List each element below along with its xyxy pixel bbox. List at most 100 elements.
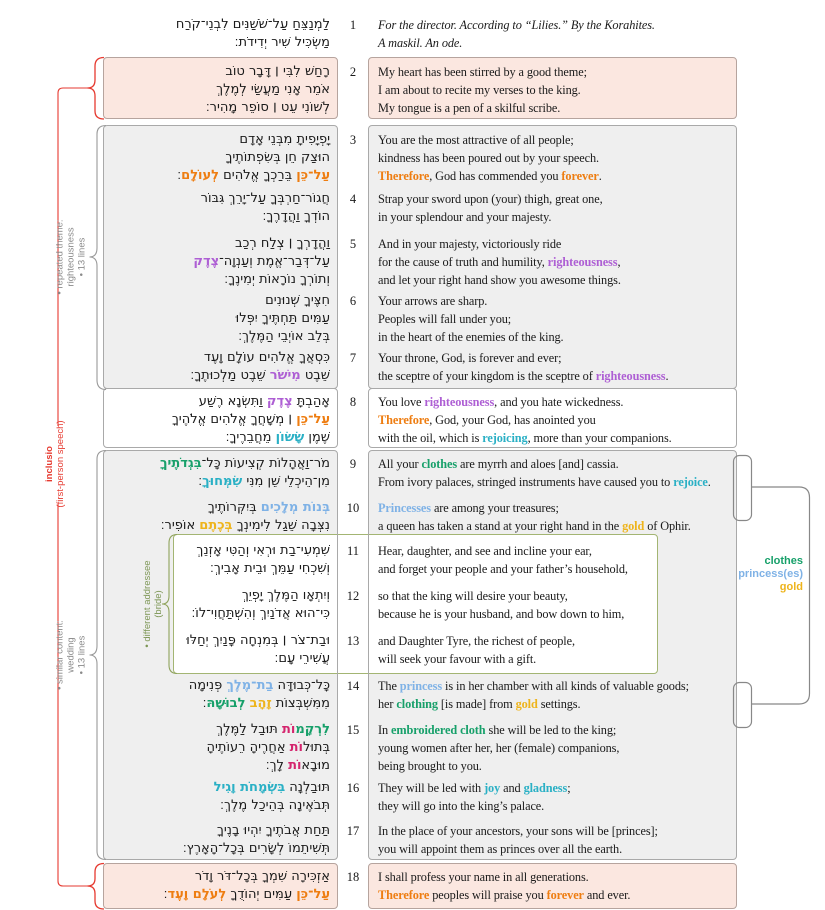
english-line-3: and let your right hand show you awesome… <box>378 271 733 289</box>
text-segment: אַחֲרֶיהָ רֵעוֹתֶיהָ <box>206 740 290 755</box>
english-line-2: A maskil. An ode. <box>378 34 733 52</box>
verse-6-english: Your arrows are sharp. Peoples will fall … <box>378 292 733 346</box>
text-segment: ׃ <box>163 887 168 902</box>
english-line-1: Your arrows are sharp. <box>378 292 733 310</box>
highlight-teal: rejoicing <box>482 431 528 445</box>
text-segment: . <box>665 369 669 383</box>
verse-number-16: 16 <box>346 781 360 795</box>
similar-content-label-line2: wedding <box>65 637 77 673</box>
hebrew-line-2: כִּי־הוּא אֲדֹנַיִךְ וְהִשְׁתַּחֲוִי־לוֹ… <box>103 605 330 623</box>
hebrew-line-1: כִּסְאֲךָ אֱלֹהִים עוֹלָם וָעֶד <box>103 349 330 367</box>
text-segment: and Daughter Tyre, the richest of people… <box>378 634 575 648</box>
text-segment: שֵׁבֶט <box>300 368 330 383</box>
text-segment: ׃ <box>177 168 182 183</box>
english-line-2: Peoples will fall under you; <box>378 310 733 328</box>
verse-12-english: so that the king will desire your beauty… <box>378 587 733 623</box>
english-line-1: And in your majesty, victoriously ride <box>378 235 733 253</box>
highlight-blue: בַת־מֶלֶךְ <box>226 678 274 693</box>
highlight-green: בִּגְדֹתֶיךָ <box>160 456 202 471</box>
english-line-1: and Daughter Tyre, the richest of people… <box>378 632 733 650</box>
text-segment: They will be led with <box>378 781 485 795</box>
text-segment: תְּבֹאֶינָה בְּהֵיכַל מֶלֶךְ׃ <box>220 798 330 813</box>
text-segment: From ivory palaces, stringed instruments… <box>378 475 674 489</box>
hebrew-line-2: עַמִּים תַּחְתֶּיךָ יִפְּלוּ <box>103 310 330 328</box>
text-segment: חֲגוֹר־חַרְבְּךָ עַל־יָרֵךְ גִּבּוֹר <box>200 191 330 206</box>
hebrew-line-3: וְתוֹרְךָ נוֹרָאוֹת יְמִינֶךָ׃ <box>103 271 330 289</box>
highlight-purple: צֶדֶק <box>193 254 220 269</box>
english-line-1: My heart has been stirred by a good them… <box>378 63 733 81</box>
hebrew-line-2: עַל־דְּבַר־אֱמֶת וְעַנְוָה־צֶדֶק <box>103 253 330 271</box>
text-segment: וְשִׁכְחִי עַמֵּךְ וּבֵית אָבִיךְ׃ <box>210 561 330 576</box>
english-line-2: kindness has been poured out by your spe… <box>378 149 733 167</box>
text-segment: And in your majesty, victoriously ride <box>378 237 562 251</box>
english-line-2: in your splendour and your majesty. <box>378 208 733 226</box>
text-segment: הוֹדְךָ וַהֲדָרֶךָ׃ <box>262 209 330 224</box>
verse-group-box-inclusio-top-english <box>368 57 737 119</box>
verse-4-hebrew: חֲגוֹר־חַרְבְּךָ עַל־יָרֵךְ גִּבּוֹר הוֹד… <box>103 190 330 226</box>
text-segment: תַּחַת אֲבֹתֶיךָ יִהְיוּ בָנֶיךָ <box>216 823 330 838</box>
text-segment: , God has commended you <box>429 169 562 183</box>
text-segment: and ever. <box>583 888 631 902</box>
text-segment: , <box>617 255 621 269</box>
hebrew-line-3: עַל־כֵּן בֵּרַכְךָ אֱלֹהִים לְעוֹלָם׃ <box>103 167 330 185</box>
text-segment: her <box>378 697 397 711</box>
text-segment: she will be led to the king; <box>485 723 617 737</box>
text-segment: מַשְׂכִּיל שִׁיר יְדִידֹת׃ <box>234 35 330 50</box>
text-segment: are myrrh and aloes [and] cassia. <box>457 457 619 471</box>
text-segment: לַמְנַצֵּחַ עַל־שֹׁשַׁנִּים לִבְנֵי־קֹרַ… <box>175 17 330 32</box>
highlight-crimson: וֹת <box>281 722 296 737</box>
text-segment: עַמִּים יְהוֹדֻךָ <box>226 887 297 902</box>
text-segment: Peoples will fall under you; <box>378 312 512 326</box>
verse-15-english: In embroidered cloth she will be led to … <box>378 721 733 775</box>
text-segment: I shall profess your name in all generat… <box>378 870 589 884</box>
inclusio-label-line1: inclusio <box>44 446 55 482</box>
highlight-orange: forever <box>561 169 599 183</box>
text-segment: of Ophir. <box>644 519 691 533</box>
highlight-teal: gladness <box>523 781 568 795</box>
text-segment: רָחַשׁ לִבִּי ׀ דָּבָר טוֹב <box>225 64 330 79</box>
text-segment: אַזְכִּירָה שִׁמְךָ בְּכָל־דֹּר וָדֹר <box>194 869 330 884</box>
highlight-orange: Therefore <box>378 413 430 427</box>
verse-5-hebrew: וַהֲדָרְךָ ׀ צְלַח רְכַב עַל־דְּבַר־אֱמֶת… <box>103 235 330 289</box>
verse-number-13: 13 <box>346 634 360 648</box>
inclusio-brace-top <box>87 56 105 120</box>
text-segment: kindness has been poured out by your spe… <box>378 151 599 165</box>
text-segment: עַמִּים תַּחְתֶּיךָ יִפְּלוּ <box>235 311 330 326</box>
verse-3-english: You are the most attractive of all peopl… <box>378 131 733 185</box>
english-line-2: and forget your people and your father’s… <box>378 560 733 578</box>
text-segment: בְּלֵב אוֹיְבֵי הַמֶּלֶךְ׃ <box>238 329 330 344</box>
hebrew-line-1: שִׁמְעִי־בַת וּרְאִי וְהַטִּי אָזְנֵךְ <box>103 542 330 560</box>
hebrew-line-1: אַזְכִּירָה שִׁמְךָ בְּכָל־דֹּר וָדֹר <box>103 868 330 886</box>
highlight-purple: righteousness <box>547 255 618 269</box>
text-segment: settings. <box>537 697 581 711</box>
text-segment: with the oil, which is <box>378 431 483 445</box>
text-segment: For the director. According to “Lilies.”… <box>378 18 655 32</box>
similar-content-label-line1: • similar content: <box>54 620 66 690</box>
hebrew-line-1: אָהַבְתָּ צֶדֶק וַתִּשְׂנָא רֶשַׁע <box>103 393 330 411</box>
text-segment: וַהֲדָרְךָ ׀ צְלַח רְכַב <box>234 236 330 251</box>
repeated-theme-label-line3: • 13 lines <box>76 237 88 277</box>
highlight-teal: שָׂשׂוֹן <box>275 430 305 445</box>
hebrew-line-1: רָחַשׁ לִבִּי ׀ דָּבָר טוֹב <box>103 63 330 81</box>
text-segment: You love <box>378 395 425 409</box>
highlight-green: clothes <box>421 457 458 471</box>
english-line-1: so that the king will desire your beauty… <box>378 587 733 605</box>
english-line-1: They will be led with joy and gladness; <box>378 779 733 797</box>
right-keyword-labels: clothes princess(es) gold <box>703 555 803 594</box>
english-line-1: The princess is in her chamber with all … <box>378 677 733 695</box>
similar-content-label-line3: • 13 lines <box>76 635 88 675</box>
verse-number-10: 10 <box>346 501 360 515</box>
text-segment: פְּנִימָה <box>188 678 227 693</box>
princess-keyword-label: princess(es) <box>738 568 803 580</box>
highlight-teal: joy <box>484 781 501 795</box>
different-addressee-label-line1: • different addressee <box>142 560 153 648</box>
hebrew-line-2: הוֹדְךָ וַהֲדָרֶךָ׃ <box>103 208 330 226</box>
text-segment: שֵׁבֶט מַלְכוּתֶךָ׃ <box>190 368 270 383</box>
hebrew-line-2: בְּתוּלוֹת אַחֲרֶיהָ רֵעוֹתֶיהָ <box>103 739 331 757</box>
hebrew-line-1: וַהֲדָרְךָ ׀ צְלַח רְכַב <box>103 235 330 253</box>
text-segment: עַל־דְּבַר־אֱמֶת וְעַנְוָה־ <box>219 254 330 269</box>
repeated-theme-label: • repeated theme: righteousness • 13 lin… <box>55 219 88 294</box>
text-segment: מוּבָא <box>301 758 330 773</box>
